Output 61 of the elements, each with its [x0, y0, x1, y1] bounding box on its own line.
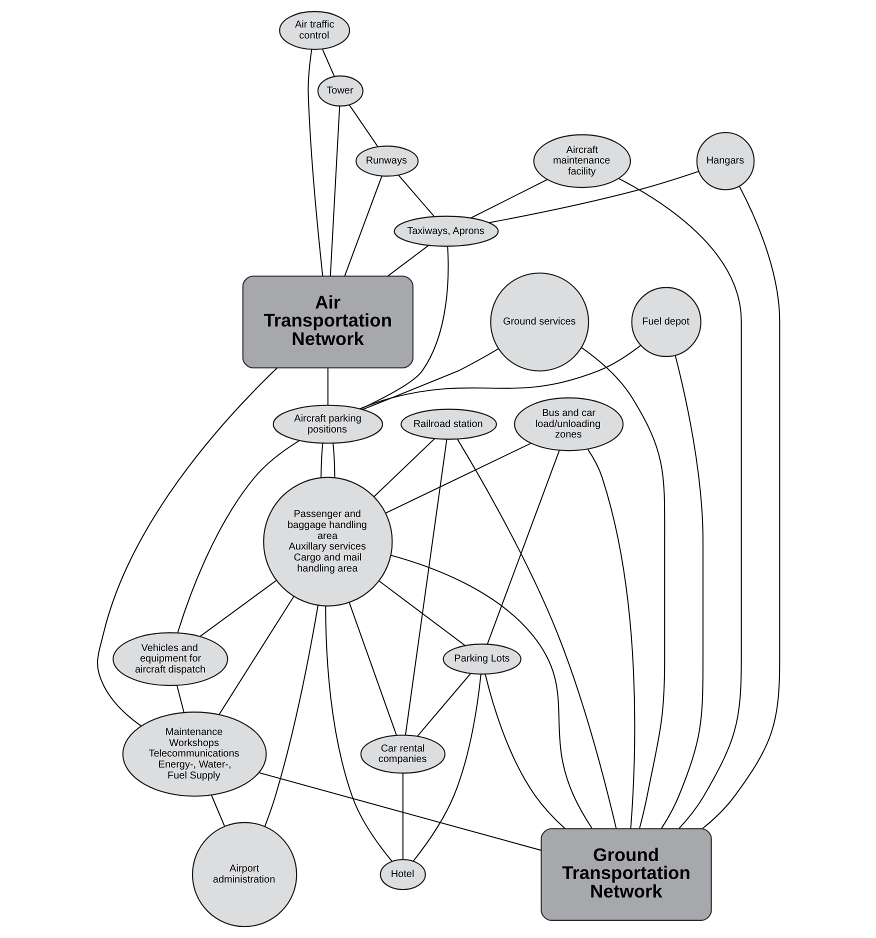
connector: [470, 179, 547, 219]
node-circle: Fuel depot: [630, 286, 701, 358]
connector: [618, 178, 742, 829]
node-ellipse: Hotel: [379, 858, 426, 890]
node-ellipse: Car rental companies: [360, 734, 446, 774]
connector: [702, 186, 780, 829]
connector: [324, 606, 392, 862]
connector: [320, 443, 323, 478]
node-ellipse: Vehicles and equipment for aircraft dispatch: [112, 632, 228, 686]
connector: [390, 554, 592, 829]
node-ellipse: Aircraft maintenance facility: [532, 134, 631, 188]
connector: [387, 245, 428, 276]
connector: [360, 246, 448, 410]
connector: [329, 106, 340, 276]
node-circle: Ground services: [490, 272, 589, 372]
connector: [96, 368, 277, 726]
connector: [580, 347, 665, 828]
node-ellipse: Taxiways, Aprons: [393, 216, 498, 247]
node-ellipse: Aircraft parking positions: [272, 404, 383, 444]
connector: [359, 344, 641, 410]
connector: [264, 605, 318, 827]
connector: [348, 602, 397, 736]
node-circle: Airport administration: [191, 822, 297, 928]
connector: [176, 440, 300, 633]
node-circle: Passenger and baggage handling area Auxillary services Cargo and mail handling area: [262, 476, 392, 607]
connector: [176, 685, 184, 713]
connector: [321, 48, 334, 77]
connector: [332, 443, 335, 478]
connector: [218, 596, 294, 715]
connector: [586, 449, 635, 829]
connector: [416, 673, 470, 737]
connector: [412, 674, 481, 862]
connector: [488, 170, 698, 224]
connector: [307, 49, 323, 276]
node-ellipse: Runways: [355, 146, 418, 177]
node-ellipse: Railroad station: [400, 408, 497, 440]
connector: [660, 355, 704, 829]
connector: [373, 438, 435, 498]
connector: [486, 450, 560, 644]
connector: [326, 368, 328, 406]
connector: [199, 580, 276, 637]
connector: [258, 772, 541, 851]
connector: [210, 794, 225, 827]
connector: [384, 442, 531, 514]
connector: [348, 104, 378, 147]
node-ellipse: Tower: [316, 75, 363, 107]
node-ellipse: Air traffic control: [278, 10, 350, 50]
connector: [362, 348, 498, 410]
connector: [398, 174, 434, 217]
node-box: Ground Transportation Network: [540, 828, 712, 921]
node-ellipse: Maintenance Workshops Telecommunications Energy-, Water-, Fuel Supply: [122, 712, 266, 797]
connector: [456, 438, 616, 829]
connector: [402, 773, 403, 860]
node-box: Air Transportation Network: [242, 276, 414, 368]
node-circle: Hangars: [696, 132, 754, 190]
connector: [404, 439, 447, 736]
node-ellipse: Parking Lots: [442, 644, 521, 675]
connector: [344, 176, 382, 276]
connector: [484, 674, 565, 829]
node-ellipse: Bus and car load/unloading zones: [513, 397, 624, 452]
connector: [378, 580, 465, 646]
